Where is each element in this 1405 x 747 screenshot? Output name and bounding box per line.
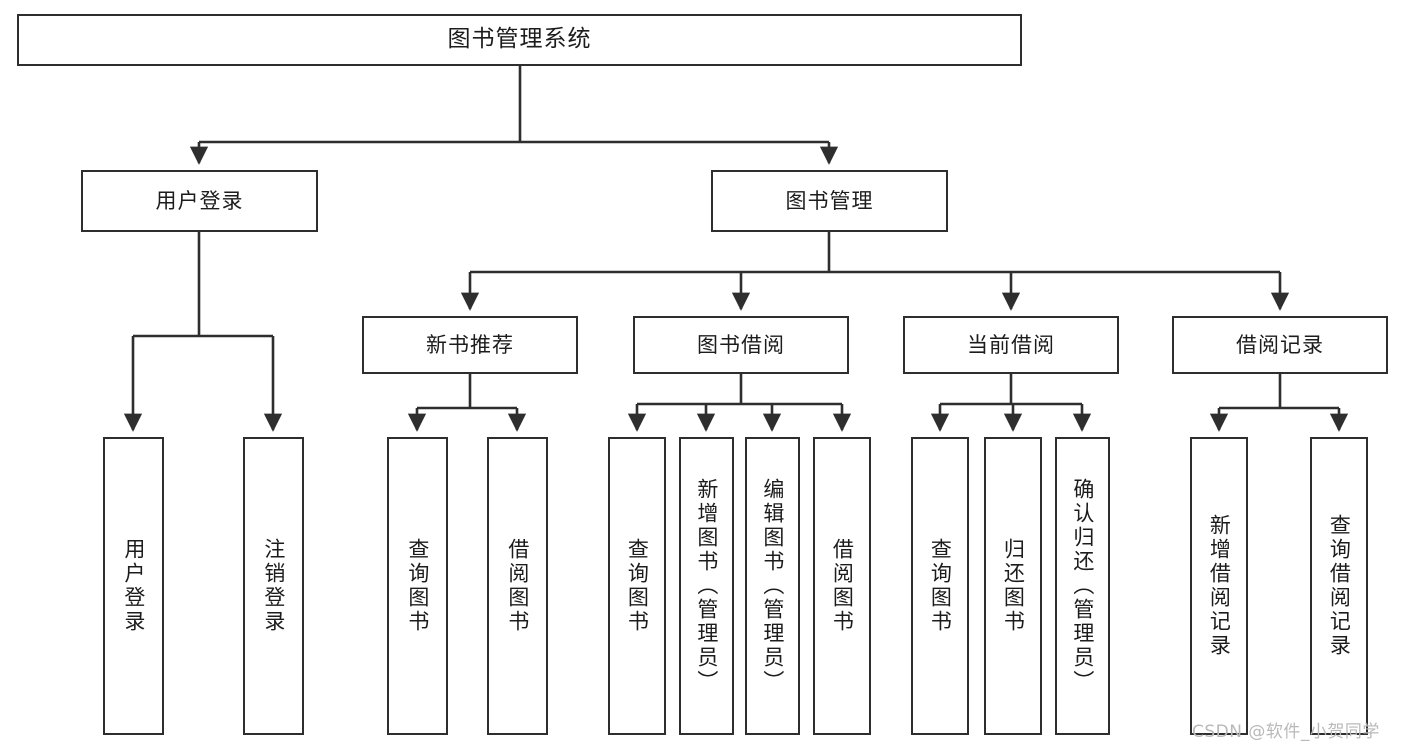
node-user-login[interactable]: 用户登录 (81, 170, 318, 232)
node-label: 借阅图书 (830, 538, 855, 634)
node-label: 查询图书 (625, 538, 650, 634)
node-new-book-recommend[interactable]: 新书推荐 (362, 316, 578, 374)
node-label: 新增图书（管理员） (694, 478, 719, 694)
leaf-add-borrow-record[interactable]: 新增借阅记录 (1190, 437, 1248, 735)
leaf-query-borrow-record[interactable]: 查询借阅记录 (1310, 437, 1368, 735)
leaf-borrow-book-recommend[interactable]: 借阅图书 (487, 437, 548, 735)
node-label: 注销登录 (261, 538, 286, 634)
leaf-return-book[interactable]: 归还图书 (984, 437, 1042, 735)
leaf-edit-book-admin[interactable]: 编辑图书（管理员） (745, 437, 800, 735)
node-borrow-record[interactable]: 借阅记录 (1172, 316, 1388, 374)
node-label: 用户登录 (121, 538, 146, 634)
leaf-logout[interactable]: 注销登录 (243, 437, 304, 735)
leaf-query-book-borrow[interactable]: 查询图书 (608, 437, 666, 735)
node-label: 编辑图书（管理员） (760, 478, 785, 694)
node-label: 确认归还（管理员） (1070, 478, 1095, 694)
node-label: 归还图书 (1001, 538, 1026, 634)
node-label: 借阅记录 (1236, 332, 1324, 357)
node-label: 图书管理 (785, 188, 874, 213)
node-book-borrow[interactable]: 图书借阅 (633, 316, 849, 374)
node-label: 当前借阅 (967, 332, 1055, 357)
csdn-watermark: CSDN @软件_小贺同学 (1192, 722, 1380, 742)
node-label: 查询图书 (928, 538, 953, 634)
leaf-query-book-recommend[interactable]: 查询图书 (387, 437, 448, 735)
node-label: 查询图书 (405, 538, 430, 634)
node-label: 图书管理系统 (447, 26, 592, 53)
leaf-user-login[interactable]: 用户登录 (103, 437, 164, 735)
node-label: 新增借阅记录 (1207, 514, 1232, 658)
node-label: 借阅图书 (505, 538, 530, 634)
node-label: 查询借阅记录 (1327, 514, 1352, 658)
node-label: 图书借阅 (697, 332, 785, 357)
node-label: 新书推荐 (426, 332, 514, 357)
node-current-borrow[interactable]: 当前借阅 (903, 316, 1119, 374)
node-label: 用户登录 (155, 188, 244, 213)
leaf-borrow-book-borrow[interactable]: 借阅图书 (813, 437, 871, 735)
leaf-confirm-return-admin[interactable]: 确认归还（管理员） (1055, 437, 1110, 735)
leaf-query-book-current[interactable]: 查询图书 (911, 437, 969, 735)
node-book-management[interactable]: 图书管理 (711, 170, 948, 232)
node-book-management-system[interactable]: 图书管理系统 (17, 14, 1022, 66)
leaf-add-book-admin[interactable]: 新增图书（管理员） (679, 437, 734, 735)
